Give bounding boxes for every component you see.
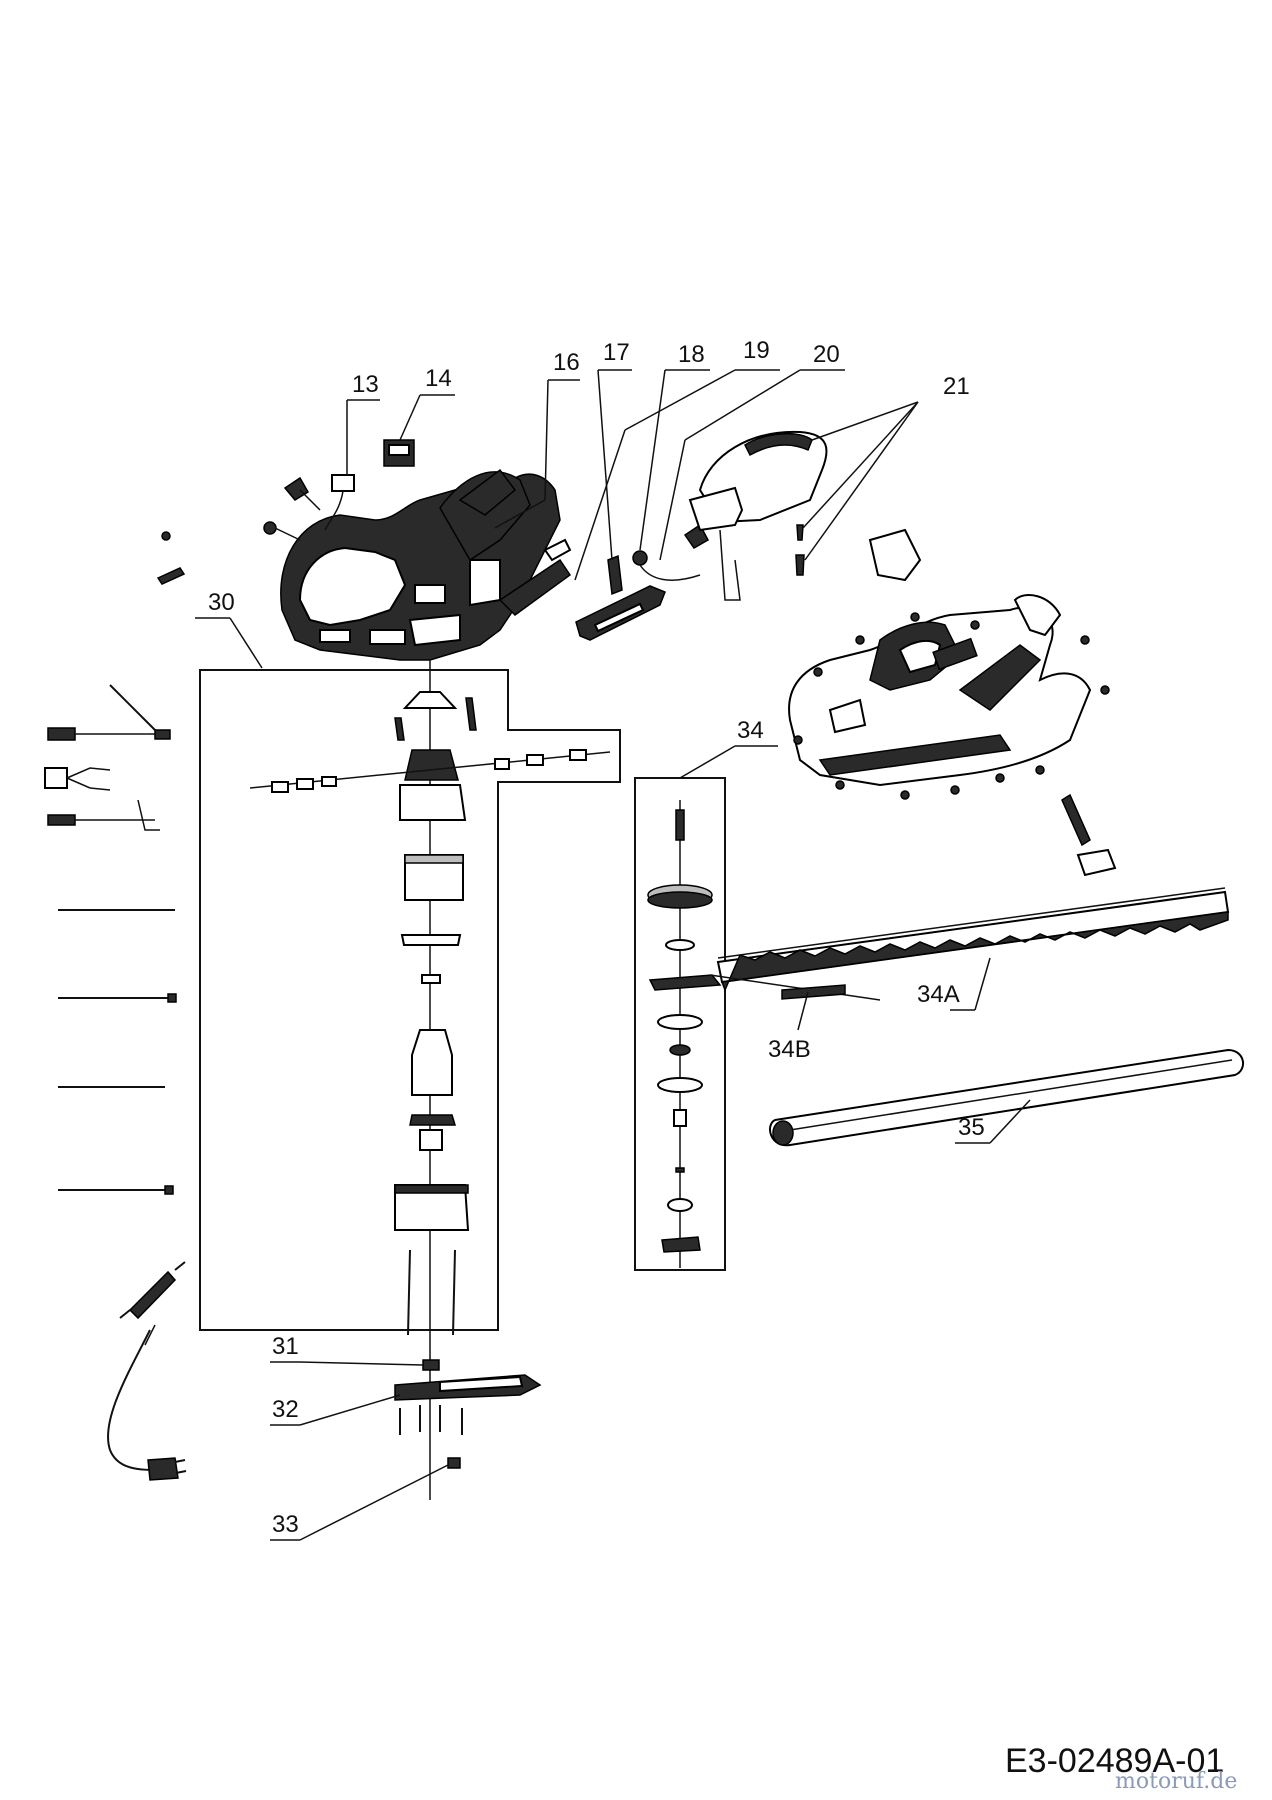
- label-31: 31: [272, 1333, 299, 1360]
- power-cord: [107, 1261, 187, 1481]
- screws-21: [795, 524, 922, 582]
- gearbox-assembly: [634, 777, 726, 1271]
- label-18: 18: [678, 341, 705, 368]
- label-32: 32: [272, 1396, 299, 1423]
- wire-leads: [58, 909, 177, 1195]
- housing-half-left: [280, 468, 572, 661]
- label-34b: 34B: [768, 1036, 811, 1063]
- drawing-code: E3-02489A-01: [1005, 1742, 1224, 1780]
- label-35: 35: [958, 1114, 985, 1141]
- label-34: 34: [737, 717, 764, 744]
- label-14: 14: [425, 365, 452, 392]
- label-33: 33: [272, 1511, 299, 1538]
- leader-lines: [195, 369, 1031, 1541]
- housing-small-parts: [156, 439, 415, 585]
- front-handle-bar: [688, 430, 828, 601]
- label-19: 19: [743, 337, 770, 364]
- label-20: 20: [813, 341, 840, 368]
- part-number-labels: 13 14 16 17 18 19 20 21 30 31 32 33 34 3…: [208, 337, 985, 1538]
- gear-plate: [394, 1359, 542, 1469]
- label-30: 30: [208, 589, 235, 616]
- watermark: motoruf.de: [1115, 1769, 1237, 1794]
- cutting-blade: [709, 887, 1230, 1001]
- blade-guard: [769, 1048, 1244, 1147]
- label-16: 16: [553, 349, 580, 376]
- trigger-parts: [575, 523, 710, 641]
- label-34a: 34A: [917, 981, 960, 1008]
- label-13: 13: [352, 371, 379, 398]
- housing-clip-parts: [1061, 793, 1117, 877]
- housing-screws-right: [793, 612, 1110, 800]
- housing-half-right: [788, 594, 1092, 787]
- label-17: 17: [603, 339, 630, 366]
- label-21: 21: [943, 373, 970, 400]
- wire-harness: [44, 684, 171, 831]
- motor-assembly: [199, 660, 621, 1500]
